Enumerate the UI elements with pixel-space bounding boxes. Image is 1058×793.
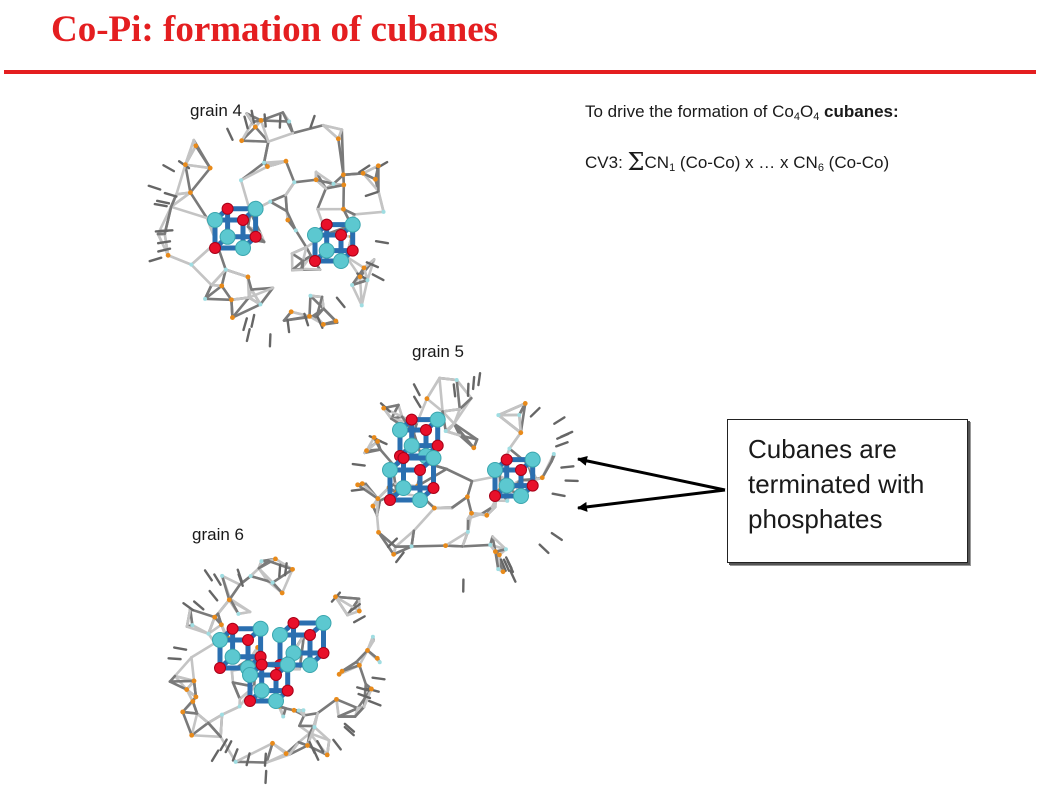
- cv-line2-prefix: CV3:: [585, 153, 628, 172]
- cv-line1-sub2: 4: [813, 111, 820, 123]
- grain-5-structure: [350, 371, 579, 593]
- cubanes-callout-box: Cubanes are terminated with phosphates: [727, 419, 968, 563]
- terminal-groups: [167, 562, 386, 785]
- cubane-3: [487, 451, 541, 504]
- cv-line1-suffix: cubanes:: [819, 102, 899, 121]
- callout-line-2: terminated with: [748, 469, 925, 499]
- grain-4-structure: [147, 109, 390, 348]
- cv-line1-mid: O: [799, 102, 814, 121]
- callout-line-3: phosphates: [748, 504, 883, 534]
- cv-description-line1: To drive the formation of Co4O4 cubanes:: [585, 102, 899, 123]
- sigma-symbol: Σ: [627, 148, 645, 176]
- cubane-1: [207, 200, 264, 256]
- framework-atoms: [180, 556, 382, 764]
- callout-line-1: Cubanes are: [748, 434, 897, 464]
- cubane-1: [212, 620, 269, 676]
- cubane-2: [272, 615, 332, 673]
- cubane-3: [242, 656, 296, 709]
- cubane-2: [382, 450, 442, 508]
- cv-line1-sub1: 4: [793, 111, 800, 123]
- grain-5-label: grain 5: [412, 342, 464, 361]
- cv-line2-sub1: 1: [669, 162, 676, 174]
- cv-line2-part3: (Co-Co): [823, 153, 890, 172]
- title-underline: [4, 70, 1036, 74]
- grain-4-label: grain 4: [190, 101, 242, 120]
- slide-title: Co-Pi: formation of cubanes: [51, 9, 499, 50]
- terminal-groups: [147, 109, 390, 348]
- grain-6-structure: [167, 556, 386, 785]
- cv-line2-part2: (Co-Co) x … x CN: [675, 153, 818, 172]
- cv-line2-sub2: 6: [817, 162, 824, 174]
- cv-line1-prefix: To drive the formation of Co: [585, 102, 794, 121]
- cv-description-line2: CV3: ΣCN1 (Co-Co) x … x CN6 (Co-Co): [585, 148, 889, 176]
- arrow-lower: [577, 488, 726, 512]
- grain-6-label: grain 6: [192, 525, 244, 544]
- arrow-upper: [577, 455, 726, 492]
- cv-line2-part1: CN: [644, 153, 670, 172]
- cubane-2: [307, 216, 361, 269]
